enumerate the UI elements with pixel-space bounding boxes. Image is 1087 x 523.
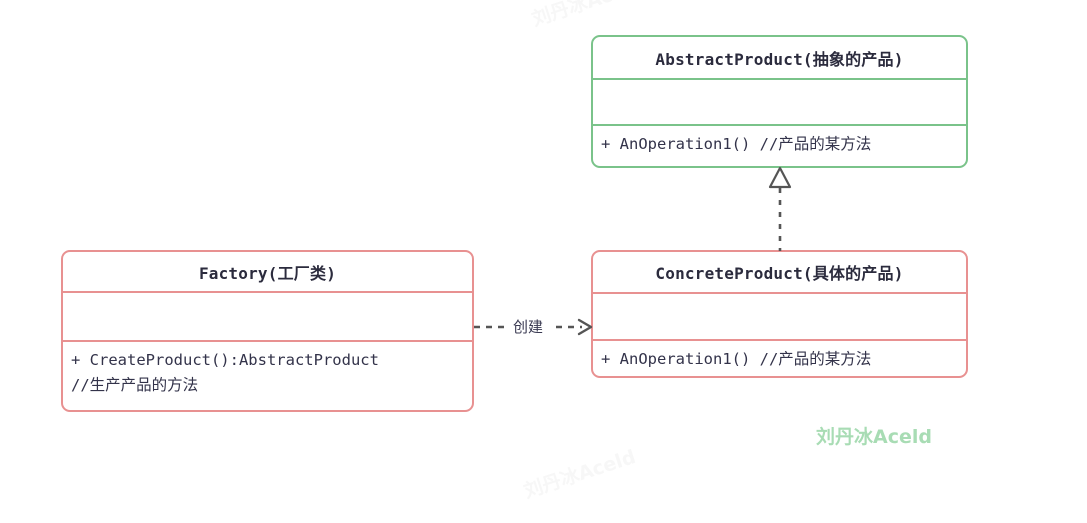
class-attributes-abstract-product — [593, 80, 966, 126]
class-name-factory: Factory(工厂类) — [63, 252, 472, 293]
dependency-connector-factory-to-concrete — [474, 318, 596, 336]
open-arrowhead — [577, 318, 593, 336]
class-box-concrete-product[interactable]: ConcreteProduct(具体的产品) + AnOperation1() … — [591, 250, 968, 378]
class-box-abstract-product[interactable]: AbstractProduct(抽象的产品) + AnOperation1() … — [591, 35, 968, 168]
hollow-triangle-arrowhead — [768, 166, 792, 189]
class-name-concrete-product: ConcreteProduct(具体的产品) — [593, 252, 966, 294]
class-attributes-factory — [63, 293, 472, 342]
background-watermark-top: 刘丹冰Aceld — [529, 0, 647, 31]
realization-connector-concrete-to-abstract — [765, 166, 797, 252]
background-watermark-bottom: 刘丹冰Aceld — [521, 445, 639, 503]
relation-label-create: 创建 — [511, 318, 546, 336]
class-methods-abstract-product: + AnOperation1() //产品的某方法 — [601, 135, 872, 153]
class-attributes-concrete-product — [593, 294, 966, 341]
class-box-factory[interactable]: Factory(工厂类) + CreateProduct():AbstractP… — [61, 250, 474, 412]
class-name-abstract-product: AbstractProduct(抽象的产品) — [593, 37, 966, 80]
class-methods-factory: + CreateProduct():AbstractProduct //生产产品… — [71, 351, 379, 394]
class-methods-concrete-product: + AnOperation1() //产品的某方法 — [601, 350, 872, 368]
author-watermark: 刘丹冰Aceld — [816, 426, 932, 448]
